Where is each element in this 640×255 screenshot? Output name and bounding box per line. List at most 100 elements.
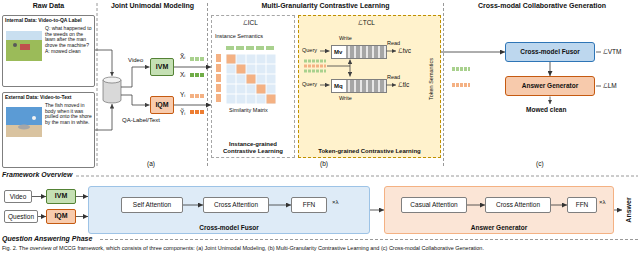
video-frame [6, 31, 42, 61]
flow-arrow [95, 104, 112, 130]
output-box: Answer [622, 188, 636, 232]
connector-arrow [614, 210, 622, 211]
label-wrapper: Write [339, 35, 352, 41]
separator-line [443, 3, 444, 168]
matrix-diagonal [247, 75, 256, 84]
input-box: Question [4, 210, 38, 223]
node-text: Mq [334, 83, 343, 90]
annotation-label: Write [339, 95, 352, 101]
memory-bank: Mq [331, 79, 387, 93]
label-wrapper: ℒTCL [358, 19, 375, 26]
database-icon [103, 80, 121, 103]
node-text: Question [8, 213, 34, 220]
label-wrapper: Read [387, 40, 400, 46]
node-text: Casual Attention [410, 201, 457, 208]
label-wrapper: ℒICL [243, 19, 258, 26]
annotation-label: Instance Semantics [215, 33, 263, 39]
separator-line [207, 3, 208, 168]
connector-arrow [32, 196, 46, 197]
separator-line [100, 239, 638, 240]
flow-arrow [121, 67, 150, 87]
node-text: Answer Generator [471, 224, 527, 231]
label-wrapper: X̃ᵢ [180, 53, 185, 60]
label-wrapper: ×λ [332, 199, 339, 206]
read-arrow [387, 85, 397, 86]
label-wrapper: Instance Semantics [215, 33, 263, 39]
connector-arrow [76, 196, 88, 197]
annotation-label: ℒLM [603, 82, 617, 89]
flow-arrow [121, 95, 150, 105]
read-arrow [387, 51, 397, 52]
connector-arrow [174, 67, 211, 68]
annotation-label: ℒtlc [398, 81, 409, 88]
label-wrapper: QA-Label/Text [122, 117, 160, 124]
label-wrapper: Token Semantics [428, 100, 470, 106]
input-box: Video [4, 190, 32, 203]
connector-arrow [551, 205, 567, 206]
node-text: IVM [156, 63, 168, 71]
video-frame-sky [6, 31, 42, 40]
label-wrapper: (a) [147, 160, 155, 167]
node-text: FFN [576, 201, 589, 208]
feature-bar [226, 46, 276, 50]
label-wrapper: Question Answering Phase [2, 235, 92, 243]
node-text: Cross Attention [214, 201, 258, 208]
feature-bar [452, 67, 470, 71]
connector-arrow [38, 216, 46, 217]
label-wrapper: ℒLM [603, 82, 617, 89]
node-text: Joint Unimodal Modeling [111, 2, 194, 10]
node-text: Internal Data: Video-to-QA Label [5, 18, 92, 24]
write-arrow [350, 66, 351, 77]
token-bar [304, 60, 326, 63]
annotation-label: Framework Overview [2, 171, 72, 179]
node-text: Video [10, 193, 27, 200]
connector-arrow [269, 205, 291, 206]
node-text: External Data: Video-to-Text [5, 95, 92, 101]
figure-caption: Fig. 2. The overview of MCCG framework, … [2, 245, 484, 251]
matrix-diagonal [267, 95, 276, 104]
fish-figure [18, 125, 30, 130]
label-wrapper: Ỹᵢ [180, 109, 185, 116]
annotation-label: Token Semantics [428, 58, 434, 100]
annotation-label: ℒtvc [398, 47, 411, 54]
annotation-label: (a) [147, 160, 155, 167]
token-bar [304, 70, 326, 73]
feature-bar [190, 57, 205, 61]
node-text: Cross-model Fusor [520, 48, 580, 55]
flow-arrow [95, 50, 112, 76]
feature-bar [190, 73, 205, 77]
loss-leader [596, 52, 601, 53]
annotation-label: ℒVTM [603, 48, 621, 55]
annotation-label: Xᵢ [180, 71, 185, 78]
label-wrapper: Write [339, 95, 352, 101]
node-text: IQM [155, 101, 168, 109]
label-wrapper: (b) [320, 160, 328, 167]
connector-arrow [183, 205, 203, 206]
video-frame [6, 107, 42, 137]
annotation-label: (c) [536, 160, 544, 167]
node-text: Cross Attention [496, 201, 540, 208]
label-wrapper: ×λ [599, 199, 606, 206]
annotation-label: Question Answering Phase [2, 235, 92, 243]
encoder-box: IVM [46, 189, 76, 204]
connector-arrow [370, 210, 384, 211]
fusor-panel: Cross-model FusorSelf AttentionCross Att… [88, 186, 370, 234]
annotation-label: Query [302, 81, 317, 87]
fusor-box: Cross-model Fusor [505, 42, 595, 62]
annotation-label: Similarity Matrix [229, 107, 268, 113]
node-text: Mv [334, 49, 342, 56]
connector-arrow [467, 205, 485, 206]
layer-box: FFN [291, 197, 327, 213]
separator-line [97, 3, 98, 168]
database-icon-top [103, 77, 121, 83]
label-wrapper: ℒtvc [398, 47, 411, 54]
label-wrapper: ℒVTM [603, 48, 621, 55]
node-text: Multi-Granularity Contrastive Learning [262, 2, 390, 10]
memory-bank: Mv [331, 45, 387, 59]
connector-arrow [174, 105, 211, 106]
caption-wrapper: Fig. 2. The overview of MCCG framework, … [2, 245, 484, 251]
annotation-label: Write [339, 35, 352, 41]
layer-box: Self Attention [121, 197, 183, 213]
